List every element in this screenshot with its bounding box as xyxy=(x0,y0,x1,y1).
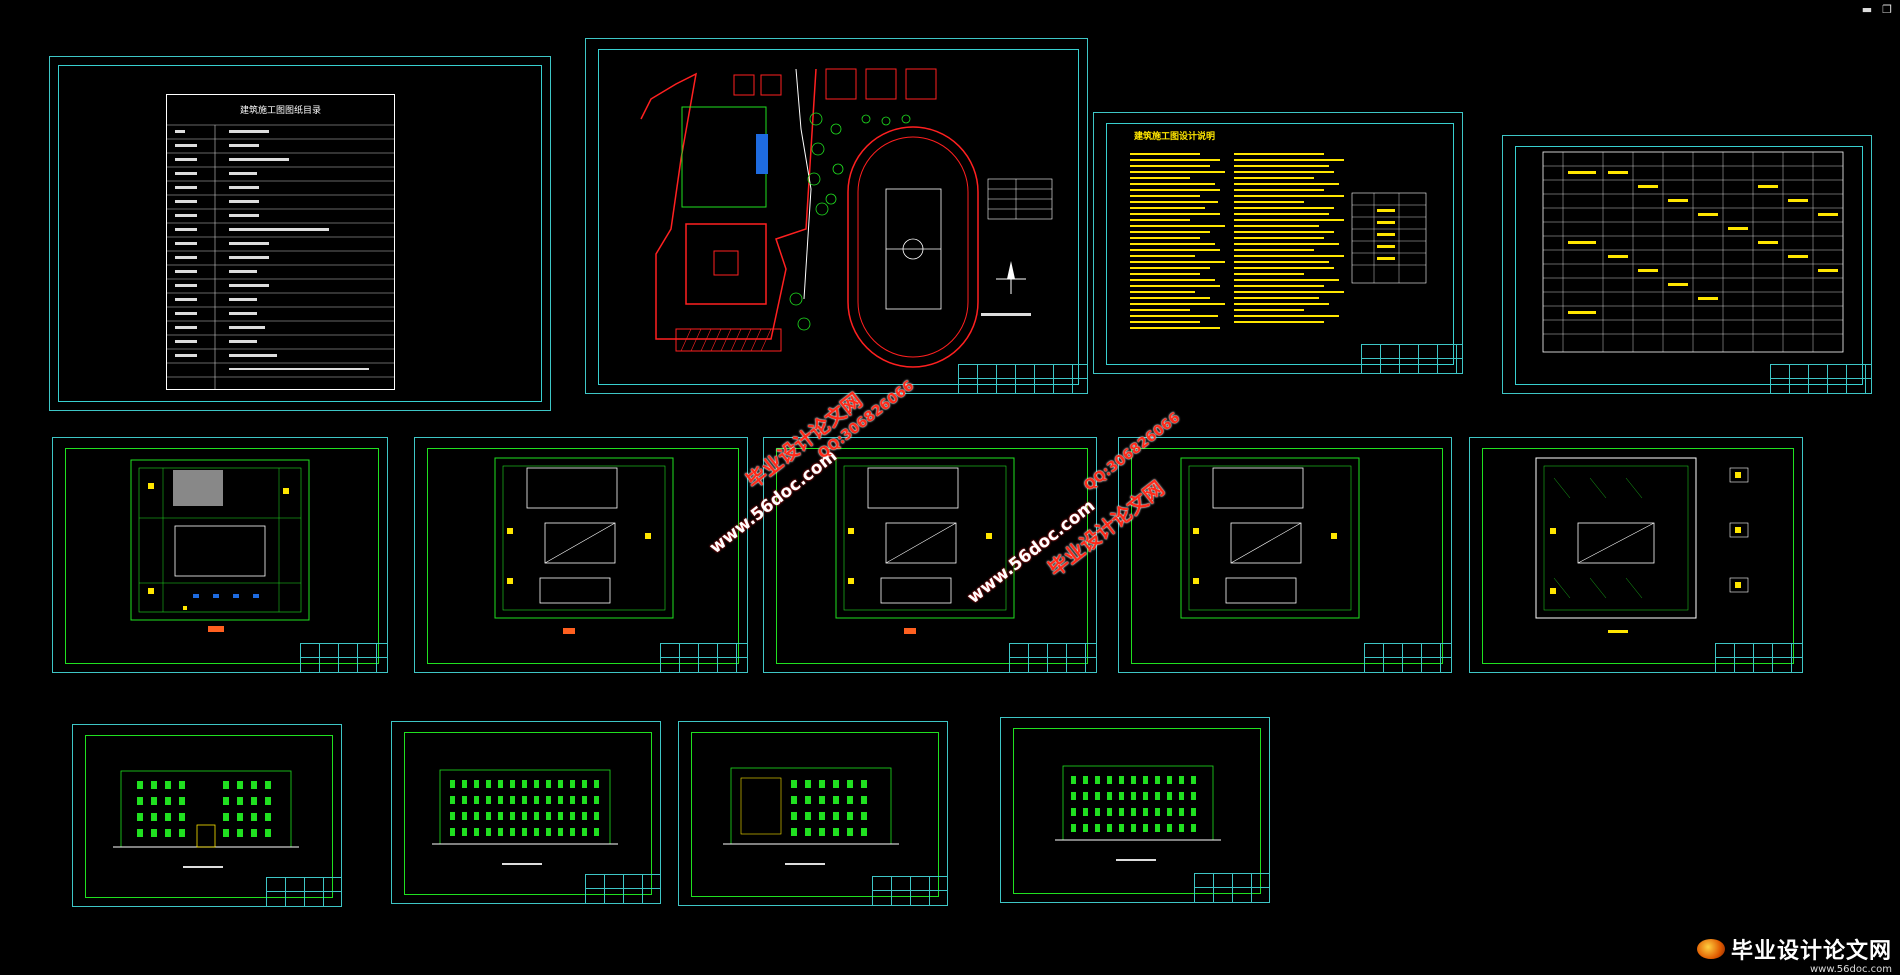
floor-plan-2-drawing xyxy=(494,457,674,634)
spec-title: 建筑施工图设计说明 xyxy=(1134,132,1216,142)
sheet-elevation-4[interactable] xyxy=(1000,717,1270,903)
window-controls: ▬ ❐ xyxy=(1860,4,1894,16)
elevation-1-drawing xyxy=(113,770,299,868)
site-plan-drawing xyxy=(640,68,1053,368)
sheet-elevation-1[interactable] xyxy=(72,724,342,907)
spec-text-block xyxy=(1130,153,1427,329)
floor-plan-1-drawing xyxy=(130,459,310,632)
roof-plan-drawing xyxy=(1535,457,1749,633)
index-table-title: 建筑施工图图纸目录 xyxy=(239,106,321,116)
minimize-button[interactable]: ▬ xyxy=(1861,3,1873,16)
restore-button[interactable]: ❐ xyxy=(1882,3,1892,16)
sheet-elevation-2[interactable] xyxy=(391,721,661,904)
logo-url: www.56doc.com xyxy=(1809,964,1892,975)
schedule-table xyxy=(1542,151,1844,353)
sheet-design-specification[interactable]: 建筑施工图设计说明 xyxy=(1093,112,1463,374)
sheet-floor-plan-1[interactable] xyxy=(52,437,388,673)
sheet-site-plan[interactable] xyxy=(585,38,1088,394)
elevation-3-drawing xyxy=(723,767,899,865)
logo-mark-icon xyxy=(1696,939,1725,959)
sheet-drawing-index[interactable]: 建筑施工图图纸目录 xyxy=(49,56,551,411)
sheet-floor-plan-2[interactable] xyxy=(414,437,748,673)
elevation-4-drawing xyxy=(1055,765,1221,861)
sheet-floor-plan-4[interactable] xyxy=(1118,437,1452,673)
sheet-elevation-3[interactable] xyxy=(678,721,948,906)
floor-plan-4-drawing xyxy=(1180,457,1360,619)
sheet-floor-plan-3[interactable] xyxy=(763,437,1097,673)
sheet-roof-plan[interactable] xyxy=(1469,437,1803,673)
footer-logo: 毕业设计论文网 xyxy=(1696,933,1892,965)
logo-text: 毕业设计论文网 xyxy=(1730,939,1892,964)
index-table-grid xyxy=(167,124,394,389)
index-table: 建筑施工图图纸目录 xyxy=(166,94,395,390)
elevation-2-drawing xyxy=(432,769,618,865)
floor-plan-3-drawing xyxy=(835,457,1015,634)
sheet-door-window-schedule[interactable] xyxy=(1502,135,1872,394)
